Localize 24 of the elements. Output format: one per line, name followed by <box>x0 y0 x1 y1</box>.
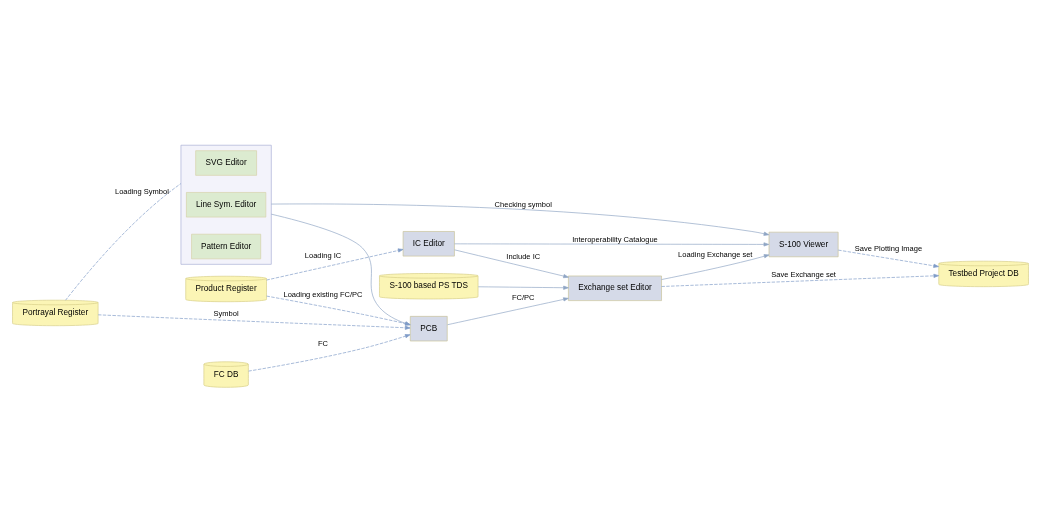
edge-label: Loading IC <box>304 250 342 260</box>
edge-label: Interoperability Catalogue <box>572 234 658 244</box>
edge-label: Include IC <box>506 251 541 261</box>
arrow <box>661 253 770 280</box>
arrow <box>454 249 569 278</box>
edge-label: Save Exchange set <box>771 269 836 279</box>
arrow <box>661 273 939 287</box>
arrow <box>477 285 569 290</box>
connector <box>65 182 182 301</box>
arrow <box>454 241 770 246</box>
cluster <box>180 144 272 265</box>
edge-label: Loading Exchange set <box>678 249 753 259</box>
arrow <box>266 248 404 280</box>
edge-label: Checking symbol <box>494 199 552 209</box>
edge-label: FC/PC <box>511 292 535 302</box>
arrow <box>837 249 939 268</box>
arrow <box>447 296 569 325</box>
edge-label: Save Plotting Image <box>854 243 923 253</box>
edge-label: Loading Symbol <box>114 186 169 196</box>
edge-label: Loading existing FC/PC <box>283 289 363 299</box>
arrow <box>248 333 411 371</box>
arrow <box>270 203 770 236</box>
edge-label: Symbol <box>213 308 239 318</box>
edge-label: FC <box>317 338 329 348</box>
